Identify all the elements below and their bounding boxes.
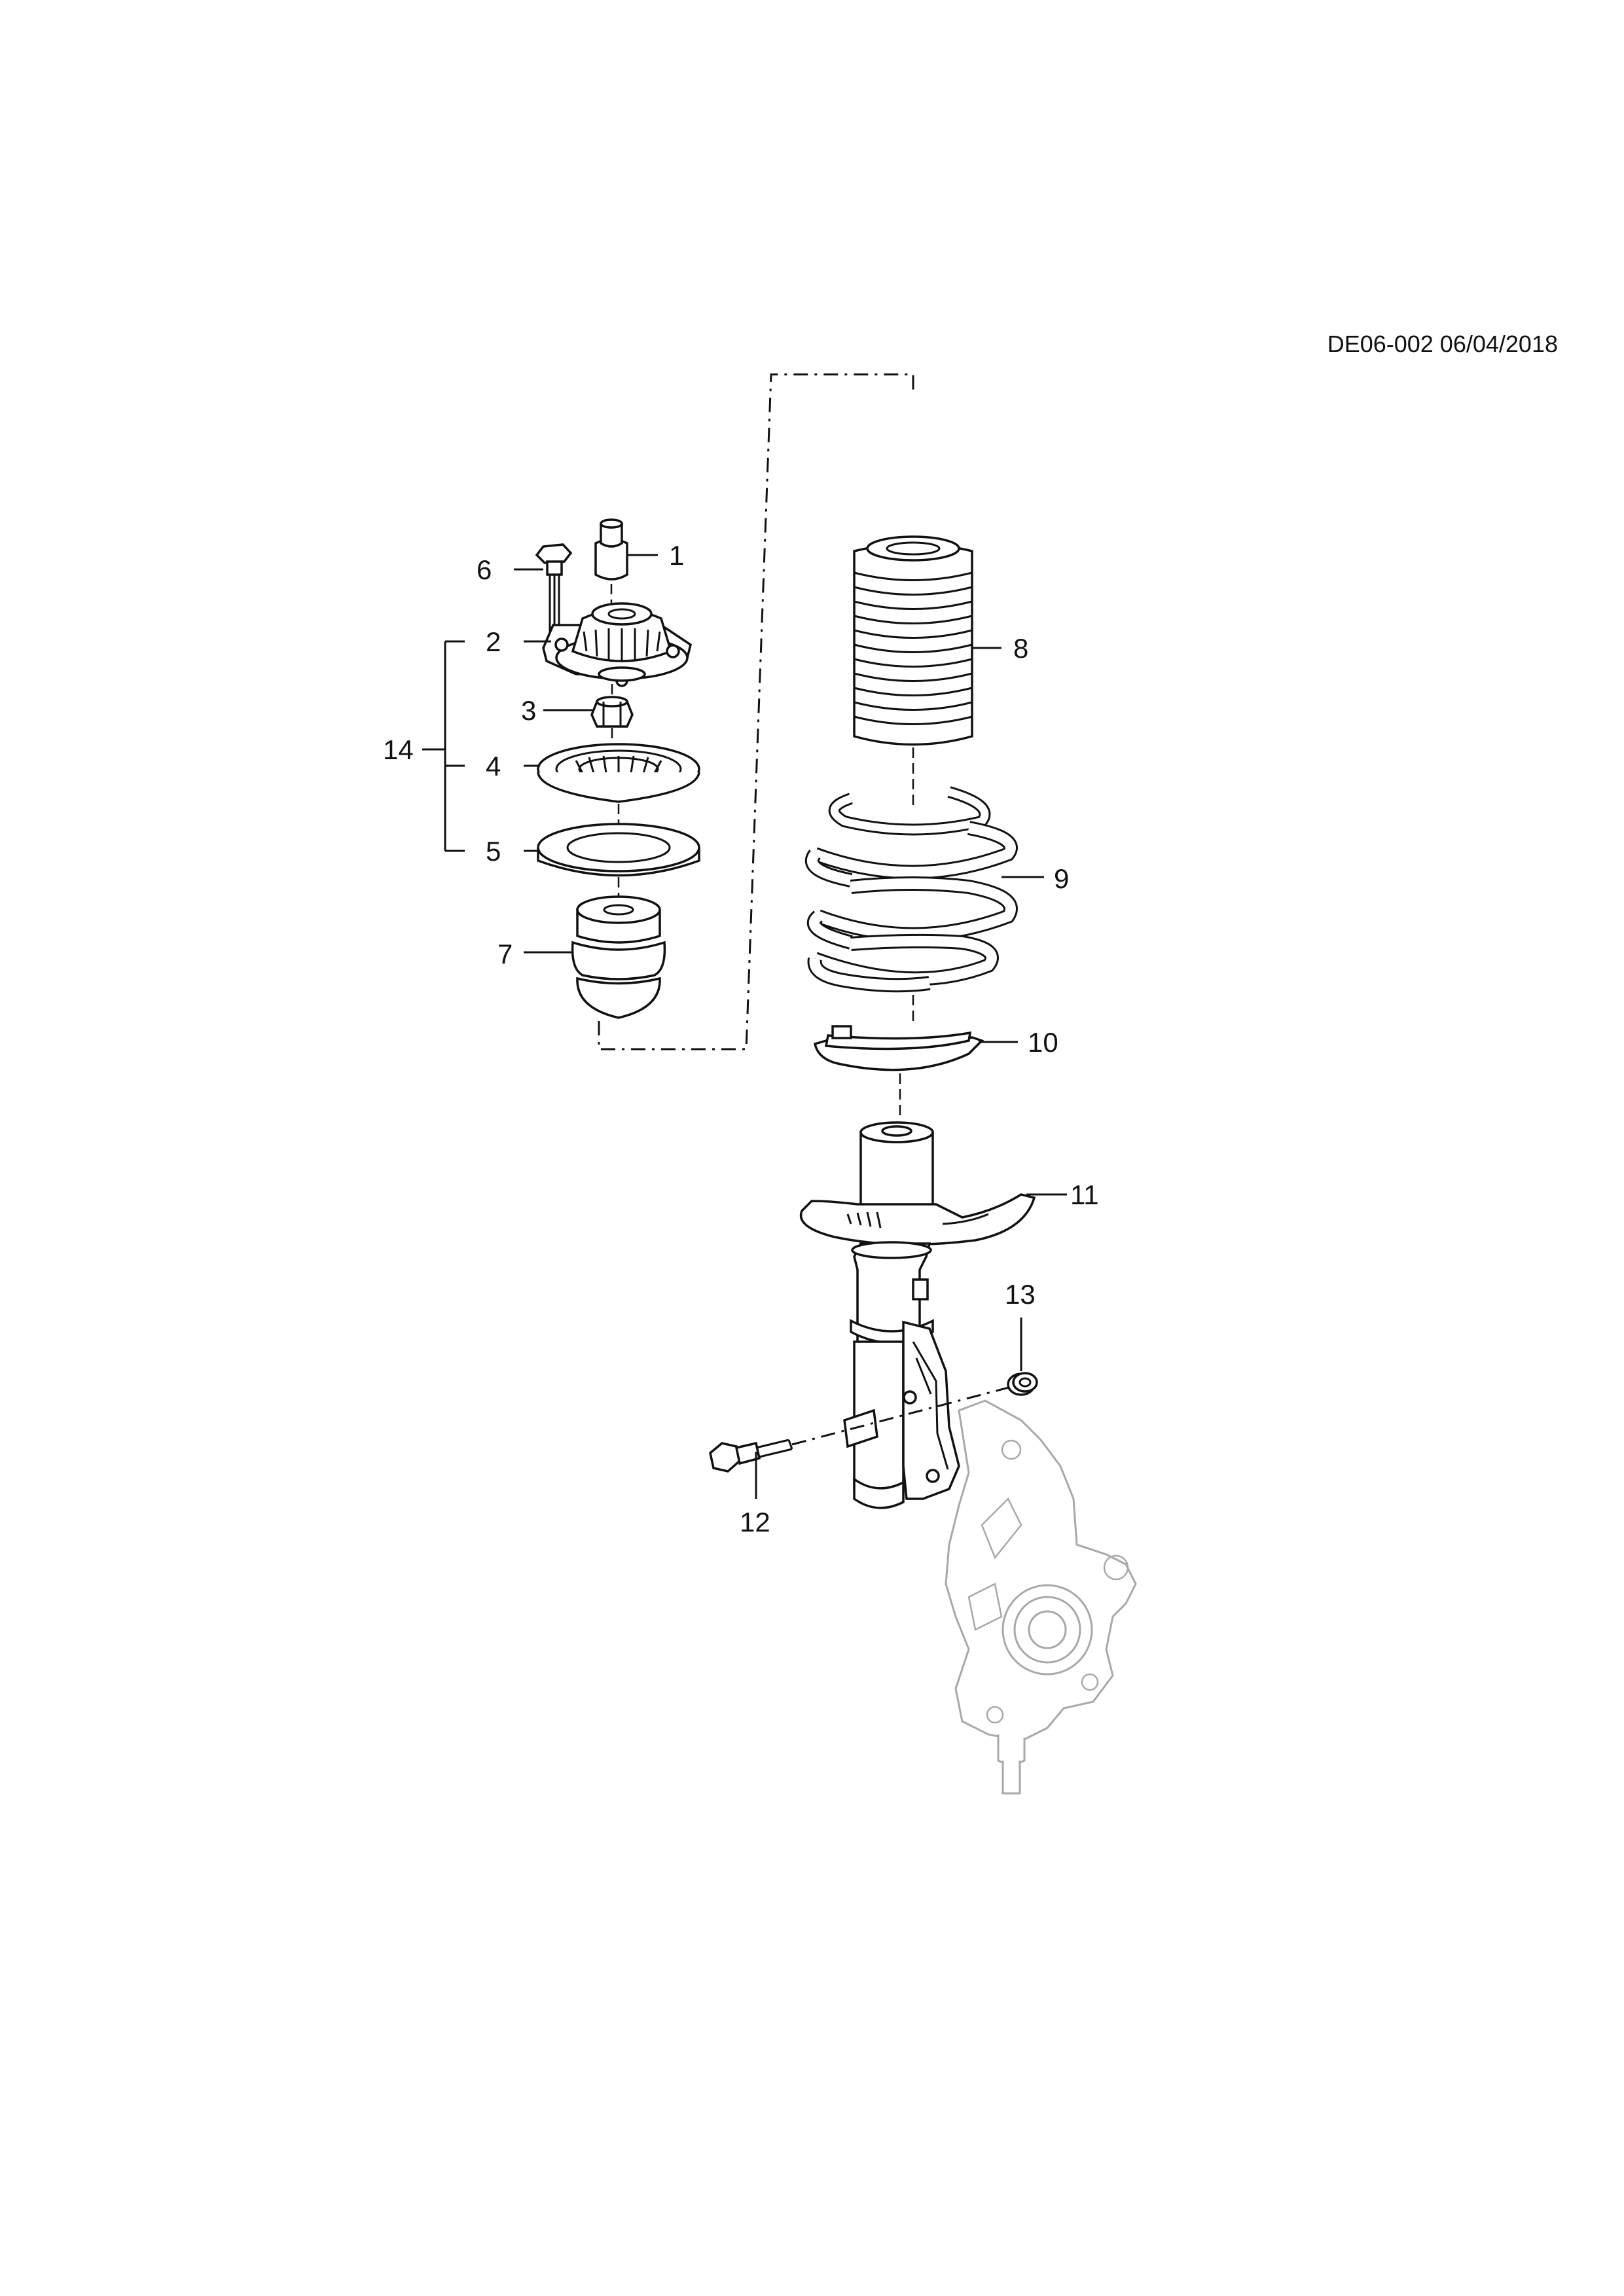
part-4-bearing [537, 743, 700, 803]
callout-14: 14 [383, 734, 414, 765]
callout-3: 3 [521, 695, 536, 726]
part-3-nut [590, 684, 634, 728]
part-11-strut [799, 1121, 1036, 1509]
leader-lines [422, 554, 1067, 1499]
callout-8: 8 [1013, 633, 1028, 664]
callout-9: 9 [1054, 863, 1069, 894]
callout-6: 6 [477, 554, 492, 585]
part-7-bump-stop [571, 895, 666, 1019]
callout-11: 11 [1070, 1179, 1099, 1210]
part-12-bolt [709, 1383, 1022, 1473]
callout-5: 5 [486, 836, 501, 867]
callout-4: 4 [486, 751, 501, 781]
part-9-coil-spring [804, 786, 1018, 993]
part-13-nut [1007, 1372, 1038, 1396]
part-8-dust-boot [853, 535, 973, 746]
part-5-seat-ring [537, 823, 700, 877]
callout-7: 7 [497, 939, 513, 969]
part-2-top-mount [542, 602, 692, 687]
document-code: DE06-002 06/04/2018 [1327, 331, 1558, 357]
part-10-spring-seat [813, 1025, 984, 1071]
callout-2: 2 [486, 626, 501, 657]
assembly-path-line [598, 373, 914, 1050]
part-1-cap [594, 518, 628, 581]
callout-12: 12 [740, 1507, 770, 1537]
callout-13: 13 [1005, 1279, 1036, 1310]
steering-knuckle-reference [945, 1399, 1137, 1795]
callout-1: 1 [669, 540, 684, 571]
callout-10: 10 [1028, 1027, 1058, 1058]
